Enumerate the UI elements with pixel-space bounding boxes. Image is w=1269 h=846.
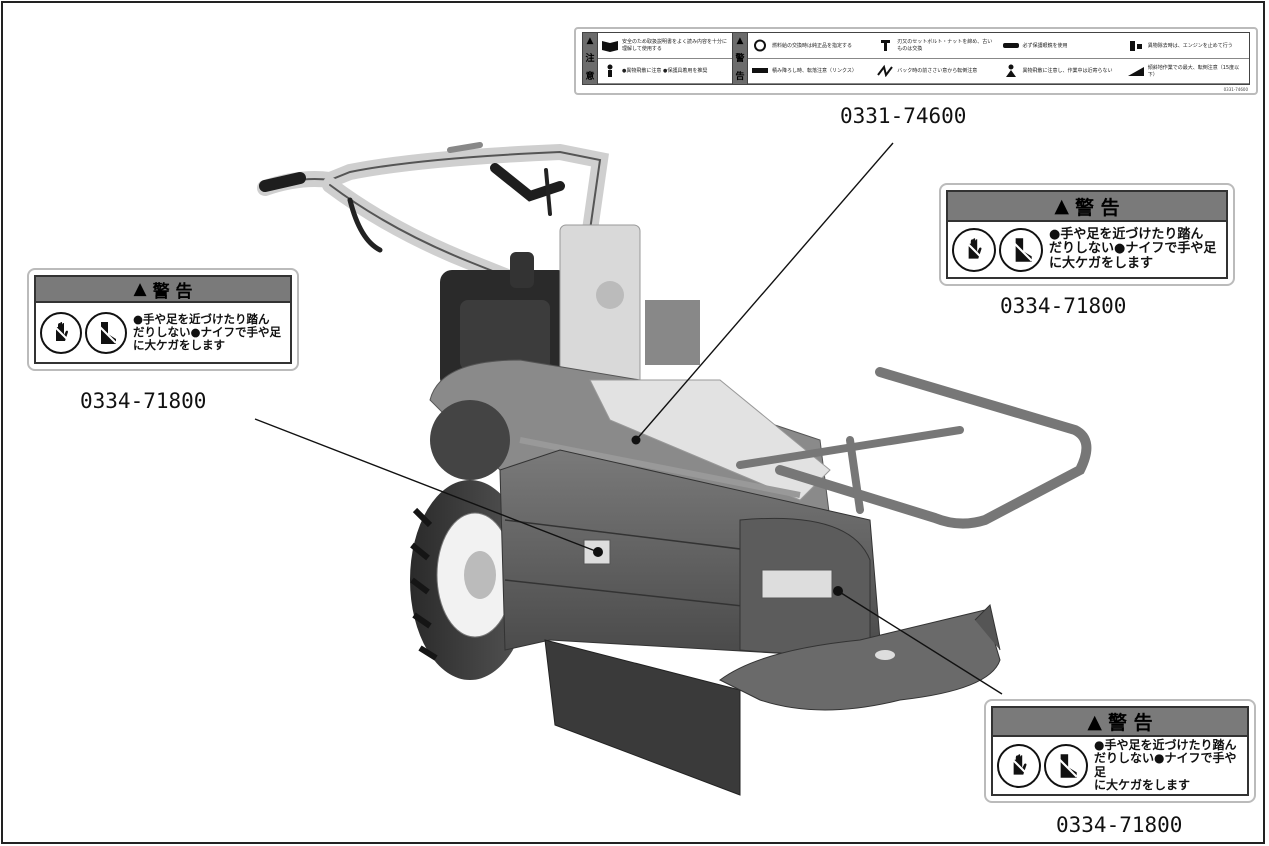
warning-triangle-icon: ▲ [1087, 710, 1102, 733]
bolt-icon [881, 39, 891, 51]
handle-frame [257, 142, 609, 298]
caution-cell-text: 安全のため取扱説明書をよく読み内容を十分に理解して使用する [622, 39, 728, 53]
warning-text-line-3: に大ケガをします [1049, 255, 1154, 271]
goggles-icon [1002, 42, 1019, 48]
leader-lines [254, 142, 1003, 695]
warning-text-line-1: ●手や足を近づけたり踏ん [1094, 738, 1237, 752]
warning-cell-4: バック時の前ささい意から転倒注意 [873, 59, 999, 84]
warning-cell-text: 燃料給の交換時は純正品を指定する [772, 42, 853, 49]
warning-cell-text: バック時の前ささい意から転倒注意 [897, 68, 978, 75]
warning-cell-text: 積み降ろし時、転落注意（リンクス） [772, 68, 857, 75]
leader-dots [593, 435, 843, 596]
warning-label-text: ●手や足を近づけたり踏ん だりしない●ナイフで手や足 に大ケガをします [1049, 226, 1217, 272]
warning-heading-text: 警 告 [152, 281, 193, 302]
warning-cell-8: 傾斜地作業での最大、転倒注意（15度以下） [1123, 59, 1249, 84]
foot-prohibited-icon [85, 311, 127, 354]
warning-cell-7: 異物除去時は、エンジンを止めて行う [1123, 33, 1249, 59]
warning-text-line-2: だりしない●ナイフで手や足 [1094, 751, 1237, 779]
caution-cells: 安全のため取扱説明書をよく読み内容を十分に理解して使用する ●異物飛散に注意 ●… [598, 33, 733, 84]
part-number-right-bottom-label: 0334-71800 [1056, 813, 1183, 837]
blade-disc [719, 604, 1001, 711]
warning-triangle-icon: ▲ [133, 279, 147, 299]
hand-tool-icon [1129, 40, 1142, 51]
warning-cell-6: 異物飛散に注意し、作業中は近寄らない [998, 59, 1124, 84]
warning-cell-text: 異物除去時は、エンジンを止めて行う [1147, 42, 1233, 49]
part-number-right-top-label: 0334-71800 [1000, 294, 1127, 318]
warning-text-line-1: ●手や足を近づけたり踏ん [133, 312, 270, 327]
main-body [429, 359, 831, 521]
hand-prohibited-icon [952, 227, 996, 272]
warning-heading-text: 警 告 [1075, 196, 1120, 219]
warning-text-line-2: だりしない●ナイフで手や足 [133, 325, 282, 340]
foot-prohibited-icon [1044, 743, 1088, 788]
long-label-code: 0331-74600 [1223, 87, 1248, 92]
bystander-icon [1005, 64, 1016, 78]
front-guard [736, 367, 1092, 529]
recycle-icon [754, 39, 766, 52]
caution-cell-1: 安全のため取扱説明書をよく読み内容を十分に理解して使用する [598, 33, 732, 59]
caution-cell-text: ●異物飛散に注意 ●保護具着用を推奨 [622, 68, 708, 75]
warning-text-line-3: に大ケガをします [1094, 778, 1191, 793]
book-icon [602, 40, 618, 52]
warning-label-text: ●手や足を近づけたり踏ん だりしない●ナイフで手や足 に大ケガをします [1094, 738, 1243, 793]
warning-cell-text: 傾斜地作業での最大、転倒注意（15度以下） [1147, 64, 1240, 78]
caution-tag-char-1: 注 [585, 53, 595, 64]
warning-tag-char-2: 告 [735, 71, 745, 82]
warning-cell-5: 必ず保護眼鏡を使用 [998, 33, 1124, 59]
warning-tag-symbol: ▲ [736, 35, 744, 46]
warning-text-line-1: ●手や足を近づけたり踏ん [1049, 226, 1204, 242]
caution-tag-symbol: ▲ [586, 35, 594, 46]
long-warning-label: ▲ 注 意 安全のため取扱説明書をよく読み内容を十分に理解して使用する ●異物飛… [574, 27, 1258, 95]
warning-label-text: ●手や足を近づけたり踏ん だりしない●ナイフで手や足 に大ケガをします [133, 313, 281, 352]
warning-tag: ▲ 警 告 [733, 33, 748, 84]
caution-tag-char-2: 意 [585, 71, 595, 82]
worker-icon [607, 64, 613, 78]
reverse-icon [877, 64, 894, 78]
part-number-long-label: 0331-74600 [840, 104, 967, 128]
warning-cell-text: 必ず保護眼鏡を使用 [1022, 42, 1068, 49]
warning-label-right-top: ▲ 警 告 ●手や足を近づけたり踏ん だりしない●ナイフで手や足 に大ケガをしま… [939, 183, 1235, 286]
hand-prohibited-icon [997, 743, 1041, 788]
foot-prohibited-icon [999, 227, 1043, 272]
warning-label-left: ▲ 警 告 ●手や足を近づけたり踏ん だりしない●ナイフで手や足 に大ケガをしま… [27, 268, 299, 371]
warning-text-line-2: だりしない●ナイフで手や足 [1049, 241, 1217, 257]
warning-tag-char-1: 警 [735, 53, 745, 64]
part-number-left-label: 0334-71800 [80, 389, 207, 413]
warning-triangle-icon: ▲ [1054, 195, 1069, 217]
truck-icon [752, 68, 768, 74]
warning-text-line-3: に大ケガをします [133, 337, 225, 352]
warning-cells: 燃料給の交換時は純正品を指定する 積み降ろし時、転落注意（リンクス） 刃又のセッ… [748, 33, 1249, 84]
warning-label-right-bottom: ▲ 警 告 ●手や足を近づけたり踏ん だりしない●ナイフで手や足 に大ケガをしま… [984, 699, 1256, 803]
warning-cell-2: 積み降ろし時、転落注意（リンクス） [748, 59, 874, 84]
warning-cell-text: 異物飛散に注意し、作業中は近寄らない [1022, 68, 1113, 75]
warning-label-heading: ▲ 警 告 [36, 277, 290, 303]
warning-label-heading: ▲ 警 告 [948, 192, 1226, 222]
caution-tag: ▲ 注 意 [583, 33, 598, 84]
drive-wheel [410, 480, 530, 680]
caution-cell-2: ●異物飛散に注意 ●保護具着用を推奨 [598, 59, 732, 84]
warning-cell-text: 刃又のセットボルト・ナットを締め、古いものは交換 [897, 39, 993, 53]
hand-prohibited-icon [40, 311, 82, 354]
warning-heading-text: 警 告 [1108, 712, 1153, 734]
slope-icon [1127, 67, 1144, 77]
warning-label-heading: ▲ 警 告 [993, 708, 1247, 737]
warning-cell-3: 刃又のセットボルト・ナットを締め、古いものは交換 [873, 33, 999, 59]
cutter-housing [499, 449, 881, 796]
warning-cell-1: 燃料給の交換時は純正品を指定する [748, 33, 874, 59]
engine [440, 224, 700, 406]
